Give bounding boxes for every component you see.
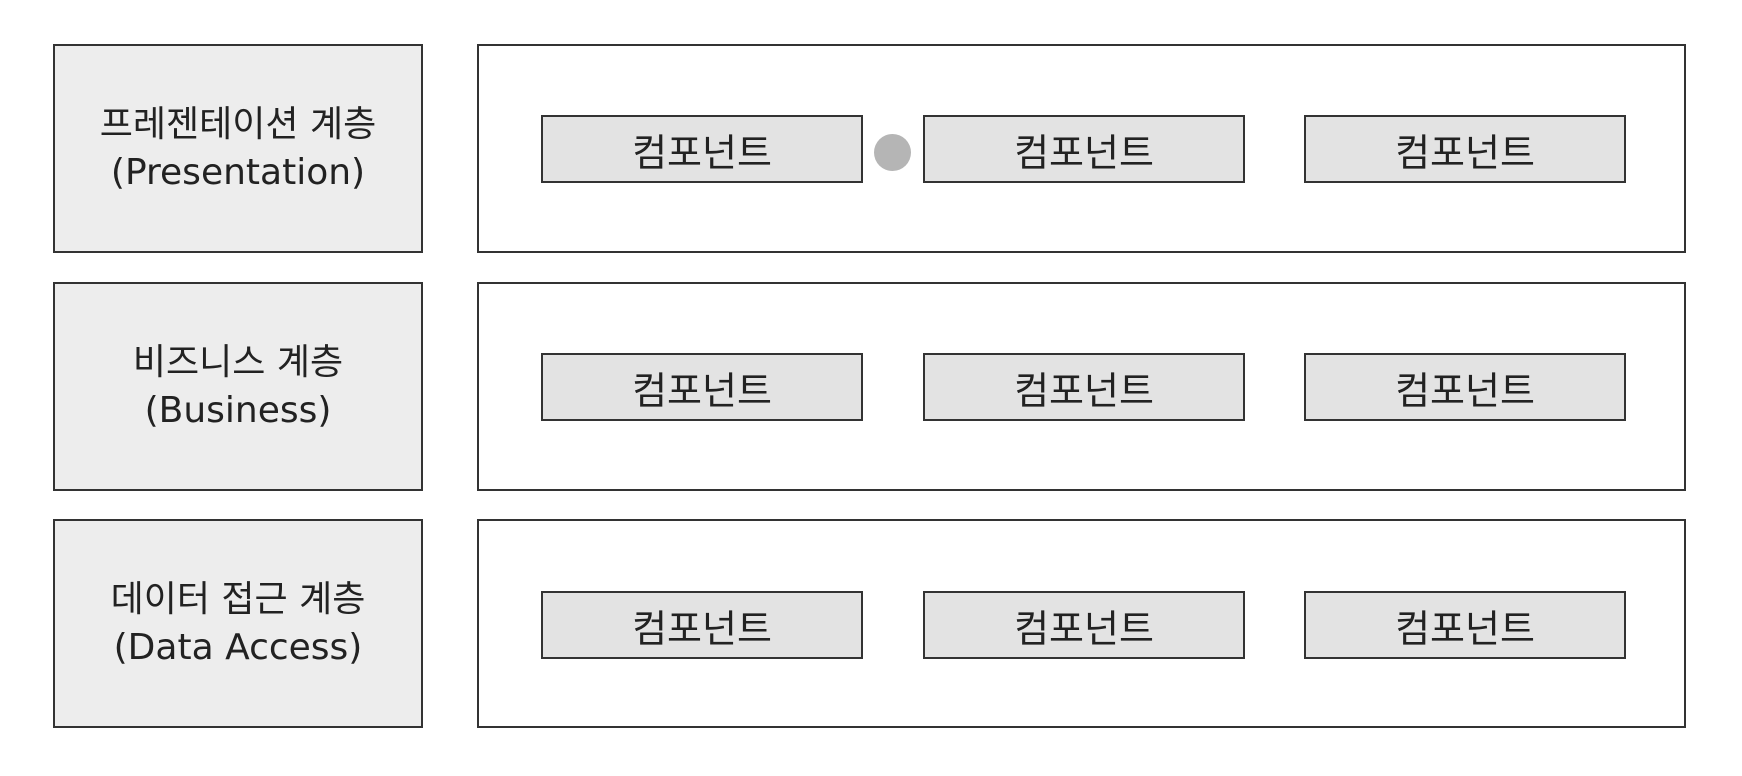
data-access-component-1: 컴포넌트 [541,591,863,659]
presentation-component-3: 컴포넌트 [1304,115,1626,183]
data-access-layer-title-ko: 데이터 접근 계층 [110,578,366,620]
presentation-layer-label: 프레젠테이션 계층 (Presentation) [53,44,423,253]
business-component-2: 컴포넌트 [923,353,1245,421]
data-access-layer-container: 컴포넌트 컴포넌트 컴포넌트 [477,519,1686,728]
data-access-layer-title-en: (Data Access) [113,626,363,668]
data-access-layer-label: 데이터 접근 계층 (Data Access) [53,519,423,728]
presentation-layer-title-en: (Presentation) [110,151,366,193]
business-component-3: 컴포넌트 [1304,353,1626,421]
business-component-1: 컴포넌트 [541,353,863,421]
data-access-component-2: 컴포넌트 [923,591,1245,659]
business-layer-label: 비즈니스 계층 (Business) [53,282,423,491]
connector-dot-icon [874,134,911,171]
data-access-layer-row: 데이터 접근 계층 (Data Access) 컴포넌트 컴포넌트 컴포넌트 [53,519,1686,728]
business-layer-title-en: (Business) [144,389,332,431]
presentation-layer-row: 프레젠테이션 계층 (Presentation) 컴포넌트 컴포넌트 컴포넌트 [53,44,1686,253]
presentation-layer-container: 컴포넌트 컴포넌트 컴포넌트 [477,44,1686,253]
presentation-component-1: 컴포넌트 [541,115,863,183]
business-layer-row: 비즈니스 계층 (Business) 컴포넌트 컴포넌트 컴포넌트 [53,282,1686,491]
business-layer-title-ko: 비즈니스 계층 [132,341,344,383]
business-layer-container: 컴포넌트 컴포넌트 컴포넌트 [477,282,1686,491]
presentation-component-2: 컴포넌트 [923,115,1245,183]
data-access-component-3: 컴포넌트 [1304,591,1626,659]
presentation-layer-title-ko: 프레젠테이션 계층 [99,103,377,145]
